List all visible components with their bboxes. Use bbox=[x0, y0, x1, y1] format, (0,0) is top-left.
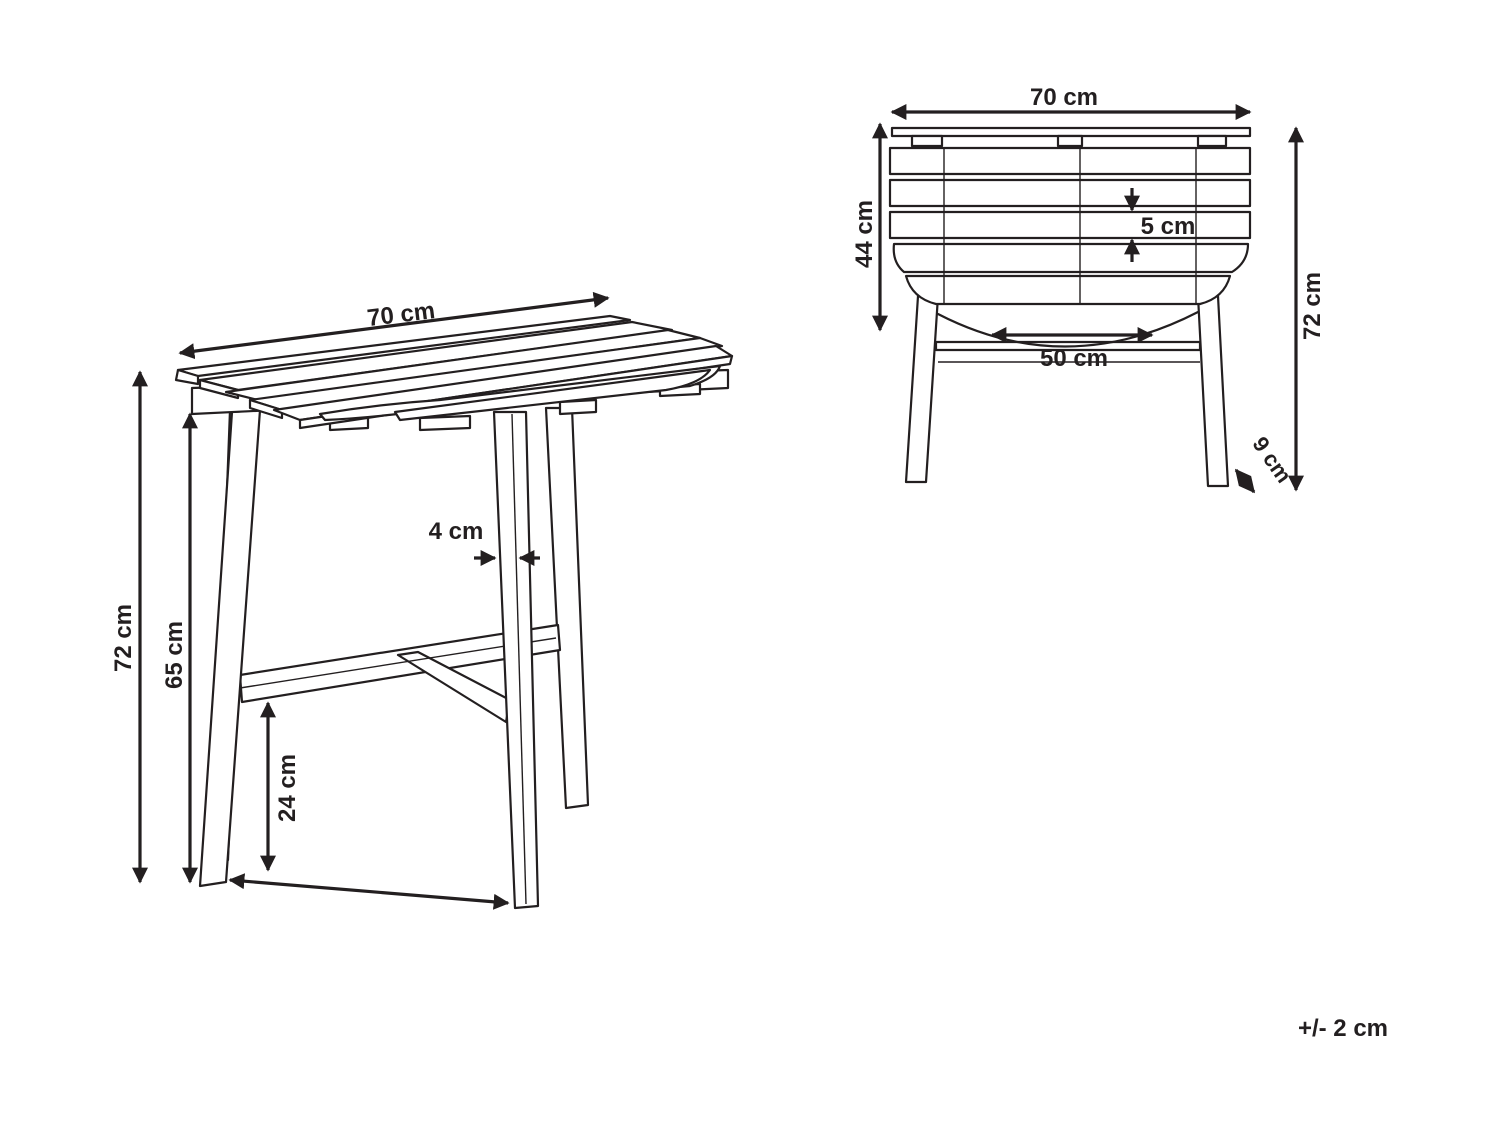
leg-depth-dim bbox=[1234, 468, 1256, 494]
tabletop-slats bbox=[174, 314, 734, 430]
front-left-leg bbox=[198, 408, 262, 888]
side-stretcher bbox=[238, 623, 562, 704]
tolerance-note: +/- 2 cm bbox=[1298, 1015, 1388, 1042]
front-width-label: 70 cm bbox=[1030, 84, 1098, 111]
persp-depth-dim bbox=[228, 873, 510, 910]
persp-width-dim bbox=[178, 291, 610, 360]
persp-total-height-label: 72 cm bbox=[110, 604, 137, 672]
front-view-right-leg bbox=[1196, 294, 1230, 488]
persp-width-label: 70 cm bbox=[366, 297, 437, 332]
persp-leg-height-label: 65 cm bbox=[161, 621, 188, 689]
front-view-curved-apron bbox=[936, 310, 1200, 348]
perspective-table-drawing: 70 cm 72 cm 65 cm 24 cm 4 cm bbox=[110, 291, 734, 910]
front-view-left-leg bbox=[904, 294, 940, 484]
front-leg-span-label: 50 cm bbox=[1040, 345, 1108, 372]
slat-width-label: 5 cm bbox=[1141, 213, 1196, 240]
front-table-drawing: 70 cm 44 cm 5 cm 50 cm 72 cm 9 cm bbox=[851, 84, 1326, 494]
persp-leg-thickness-label: 4 cm bbox=[429, 518, 484, 545]
front-fold-height-label: 44 cm bbox=[851, 200, 878, 268]
front-view-top-edge bbox=[890, 126, 1252, 138]
persp-stretcher-height-label: 24 cm bbox=[274, 754, 301, 822]
front-total-height-label: 72 cm bbox=[1299, 272, 1326, 340]
front-right-leg bbox=[492, 410, 540, 910]
back-right-leg bbox=[544, 406, 590, 810]
leg-depth-label: 9 cm bbox=[1248, 432, 1297, 487]
